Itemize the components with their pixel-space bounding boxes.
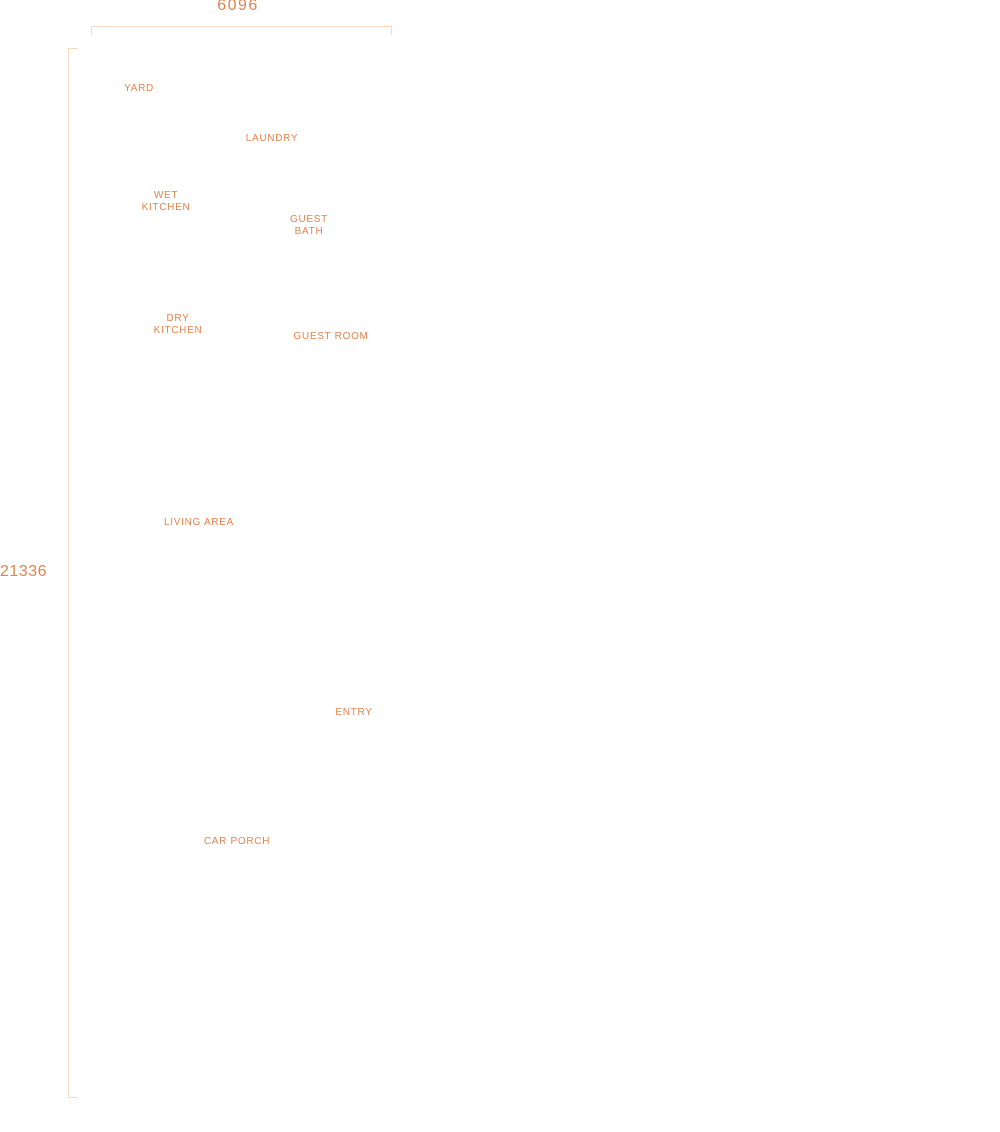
dimension-width-extent-line	[91, 26, 392, 35]
room-label-guest-room: GUEST ROOM	[293, 331, 369, 342]
room-label-wet-kitchen: WET KITCHEN	[141, 190, 191, 213]
dimension-width-label: 6096	[217, 0, 259, 14]
dimension-height-label: 21336	[0, 563, 47, 580]
room-label-guest-bath: GUEST BATH	[290, 214, 328, 237]
room-label-car-porch: CAR PORCH	[203, 836, 271, 847]
room-label-entry: ENTRY	[335, 707, 373, 718]
room-label-laundry: LAUNDRY	[245, 133, 299, 144]
room-label-living-area: LIVING AREA	[164, 517, 234, 528]
dimension-height-extent-line	[68, 48, 78, 1098]
room-label-dry-kitchen: DRY KITCHEN	[153, 313, 203, 336]
room-label-yard: YARD	[124, 83, 154, 94]
